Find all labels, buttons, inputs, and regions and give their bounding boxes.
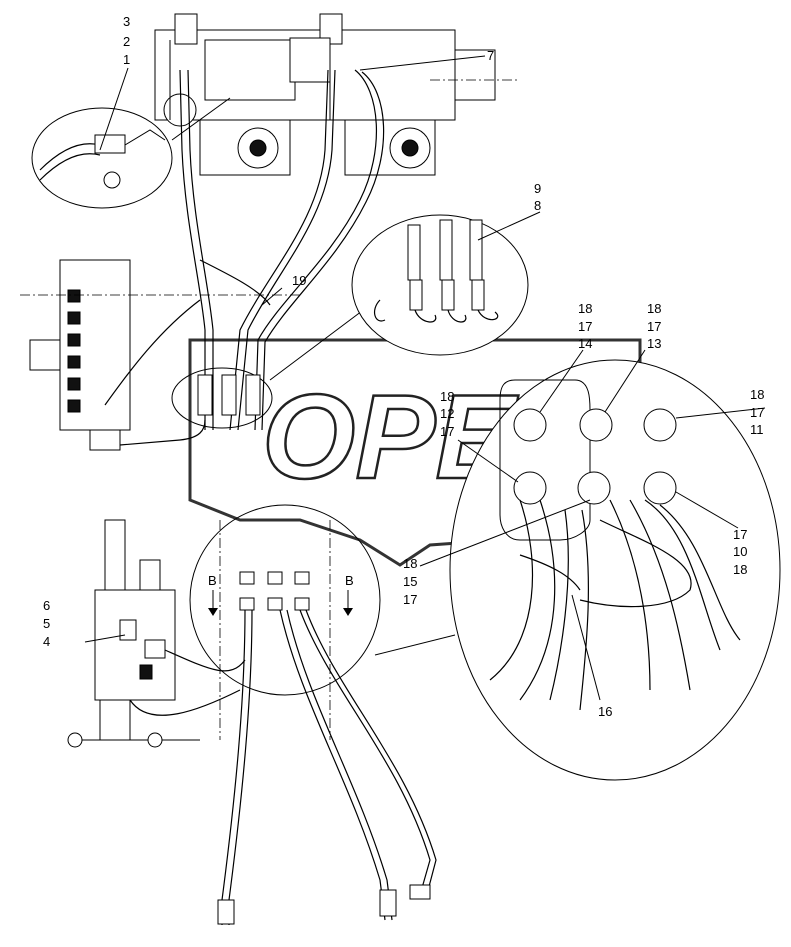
callout-2: 2: [123, 34, 130, 49]
hose-end-12: [513, 471, 547, 505]
pump-housing-left: [204, 39, 296, 101]
detail-circle-section-bb: B B: [189, 504, 381, 696]
callout-g6-15: 15: [403, 574, 417, 589]
pump-to-manifold-hoses: [171, 69, 385, 431]
detail-origin-manifold: [171, 367, 273, 429]
callout-g3-12: 12: [440, 406, 454, 421]
callout-9: 9: [534, 181, 541, 196]
detail-bubble-fittings-8-9: [351, 214, 529, 356]
detail-bubble-hose-bundle: [374, 359, 781, 781]
callout-g1-17: 17: [578, 319, 592, 334]
pump-assembly: [154, 13, 520, 176]
hose-end-13: [579, 408, 613, 442]
pump-valve-right: [319, 13, 343, 45]
fitting-elbow: [94, 134, 126, 154]
callout-5: 5: [43, 616, 50, 631]
pump-valve-left: [174, 13, 198, 45]
callout-g2-13: 13: [647, 336, 661, 351]
section-b-left: B: [208, 573, 217, 588]
control-valve-upper: [20, 259, 300, 451]
callout-g4-18: 18: [750, 387, 764, 402]
callout-g2-18: 18: [647, 301, 661, 316]
callout-g4-17: 17: [750, 405, 764, 420]
callout-1: 1: [123, 52, 130, 67]
callout-g5-10: 10: [733, 544, 747, 559]
section-b-right: B: [345, 573, 354, 588]
callout-g2-17: 17: [647, 319, 661, 334]
callout-8: 8: [534, 198, 541, 213]
callout-g4-11: 11: [750, 422, 764, 437]
callout-g1-14: 14: [578, 336, 592, 351]
detail-bubble-fittings-1-3: [31, 97, 231, 209]
hose-end-15: [577, 471, 611, 505]
callout-4: 4: [43, 634, 50, 649]
callout-6: 6: [43, 598, 50, 613]
hose-end-11: [643, 408, 677, 442]
detail-origin-circle: [163, 93, 197, 127]
callout-7: 7: [487, 48, 494, 63]
callout-16: 16: [598, 704, 612, 719]
hose-end-10: [643, 471, 677, 505]
callout-g1-18: 18: [578, 301, 592, 316]
callout-g5-17: 17: [733, 527, 747, 542]
callout-g3-18: 18: [440, 389, 454, 404]
drain-hoses: [217, 520, 437, 925]
pump-flange: [289, 37, 331, 83]
callout-g6-17: 17: [403, 592, 417, 607]
callout-g3-17: 17: [440, 424, 454, 439]
callout-labels: 3 2 1 7 9 8 19 18 17 14 18 17 13 18 12 1…: [43, 14, 764, 719]
callout-g6-18: 18: [403, 556, 417, 571]
leader-lines: [84, 55, 766, 701]
control-valve-lower: [67, 519, 246, 748]
callout-3: 3: [123, 14, 130, 29]
callout-g5-18: 18: [733, 562, 747, 577]
callout-19: 19: [292, 273, 306, 288]
hose-end-14: [513, 408, 547, 442]
